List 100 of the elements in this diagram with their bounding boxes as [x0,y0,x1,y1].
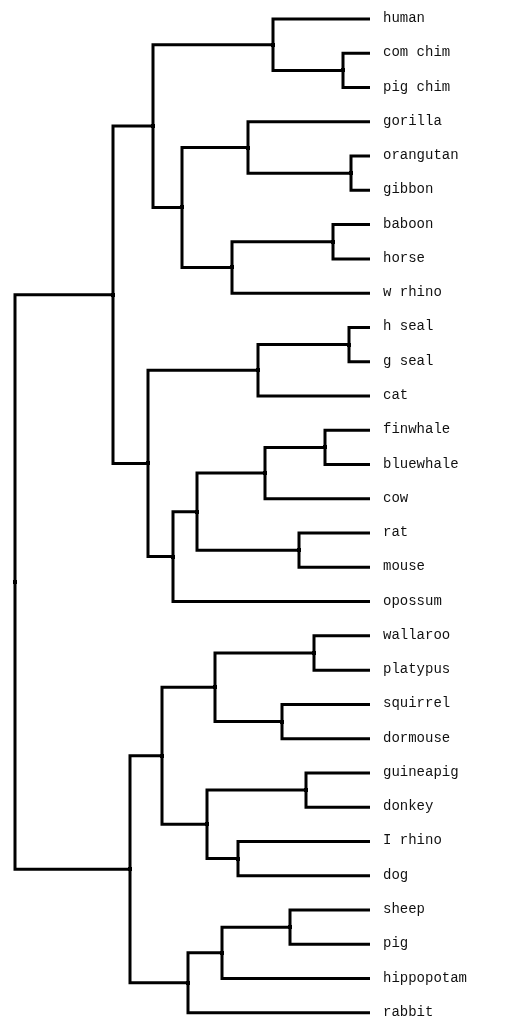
tree-branch [347,325,370,345]
tree-branch [160,685,215,756]
tree-branch [111,124,153,295]
tree-branch [256,370,370,398]
branch-junction [195,509,199,514]
tree-branch [128,754,162,870]
branch-junction [160,753,164,758]
tree-branch [180,207,232,269]
leaf-label: cat [370,384,409,405]
leaf-label: horse [370,247,425,268]
leaf-label: h seal [370,316,434,337]
leaf-label: mouse [370,556,425,577]
leaf-label: dog [370,864,409,885]
tree-branch [349,173,370,192]
branch-junction [205,822,209,827]
leaf-label: platypus [370,659,451,680]
tree-branch [230,240,333,268]
tree-branch [236,840,370,859]
tree-branch [213,687,282,724]
tree-branch [246,147,351,175]
tree-branch [347,344,370,364]
tree-branch [341,70,370,90]
tree-branch [312,634,370,653]
tree-branch [180,146,248,208]
branch-junction [146,461,150,466]
tree-branch [205,788,306,825]
leaf-label: dormouse [370,727,451,748]
tree-branch [195,511,299,552]
tree-branch [271,17,370,45]
tree-branch [331,223,370,242]
branch-junction [246,145,250,150]
branch-junction [341,68,345,73]
tree-branch [312,653,370,672]
branch-junction [349,171,353,176]
tree-branch [263,445,325,474]
leaf-label: pig chim [370,76,451,97]
tree-branch [323,447,370,466]
tree-branch [171,510,197,557]
tree-branch [220,952,370,981]
tree-branch [236,858,370,878]
tree-branch [220,925,290,953]
branch-junction [280,719,284,724]
branch-junction [271,42,275,47]
branch-junction [151,124,155,129]
branch-junction [263,471,267,476]
branch-junction [111,292,115,297]
tree-branch [160,755,207,826]
tree-branch [280,702,370,722]
leaf-label: bluewhale [370,453,459,474]
tree-branch [256,343,349,371]
tree-branch [195,471,265,512]
branch-junction [323,445,327,450]
branch-junction [186,980,190,985]
tree-branch [213,651,314,688]
tree-branch [186,982,370,1015]
leaf-label: rabbit [370,1001,434,1022]
tree-branch [151,126,182,209]
tree-branch [151,43,273,127]
leaf-label: orangutan [370,145,459,166]
tree-branch [128,869,188,985]
tree-branch [341,51,370,71]
leaf-label: baboon [370,213,434,234]
leaf-label: finwhale [370,419,451,440]
branch-junction [180,205,184,210]
leaf-label: gibbon [370,179,434,200]
leaf-label: guineapig [370,761,459,782]
leaf-label: donkey [370,796,434,817]
tree-branch [331,241,370,261]
leaf-label: squirrel [370,693,451,714]
tree-branch [271,44,343,72]
tree-branch [13,582,130,871]
leaf-label: rat [370,522,409,543]
tree-branch [297,531,370,551]
branch-junction [312,651,316,655]
tree-branch [171,556,370,604]
tree-branch [349,154,370,174]
tree-branch [304,790,370,809]
tree-branch [288,908,370,928]
branch-junction [128,867,132,872]
leaf-label: pig [370,933,409,954]
branch-junction [220,950,224,955]
tree-branch [111,294,148,465]
branch-junction [171,554,175,559]
tree-branch [280,721,370,741]
leaf-label: human [370,8,425,28]
tree-branch [288,927,370,946]
branch-junction [236,856,240,861]
tree-branch [13,293,113,583]
branch-junction [347,342,351,347]
leaf-label: gorilla [370,110,442,131]
leaf-label: hippopotam [370,967,467,988]
tree-branch [263,473,370,501]
branch-junction [256,368,260,373]
tree-branch [230,267,370,295]
leaf-label: I rhino [370,830,442,851]
branch-junction [331,239,335,244]
branch-junction [230,265,234,270]
branch-junction [213,685,217,690]
branch-junction [297,548,301,553]
leaf-label: wallaroo [370,624,451,645]
